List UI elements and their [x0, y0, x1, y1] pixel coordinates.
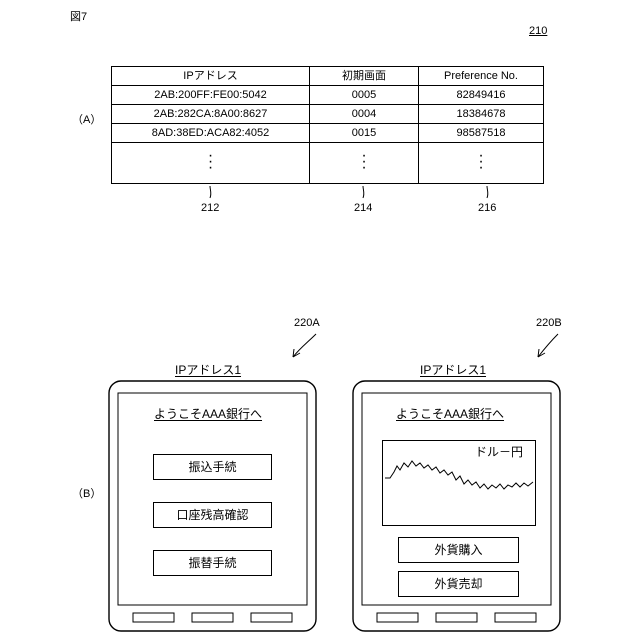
phone-b-welcome: ようこそAAA銀行へ [396, 405, 504, 422]
phone-b-softkey [495, 613, 536, 622]
phone-a-welcome: ようこそAAA銀行へ [154, 405, 262, 422]
phone-a-arrow [293, 334, 316, 357]
phone-b-softkey [377, 613, 418, 622]
leader-line-216 [487, 186, 488, 198]
account-balance-button[interactable]: 口座残高確認 [153, 502, 272, 528]
account-transfer-button[interactable]: 振替手続 [153, 550, 272, 576]
leader-line-214 [363, 186, 364, 198]
phone-a-softkey [251, 613, 292, 622]
phone-a-softkey [192, 613, 233, 622]
phone-b-softkey [436, 613, 477, 622]
transfer-procedure-button[interactable]: 振込手続 [153, 454, 272, 480]
sell-foreign-currency-button[interactable]: 外貨売却 [398, 571, 519, 597]
phone-b-arrow [538, 334, 558, 357]
phone-a-softkey [133, 613, 174, 622]
chart-label: ドル－円 [475, 446, 523, 458]
leader-line-212 [210, 186, 211, 198]
buy-foreign-currency-button[interactable]: 外貨購入 [398, 537, 519, 563]
